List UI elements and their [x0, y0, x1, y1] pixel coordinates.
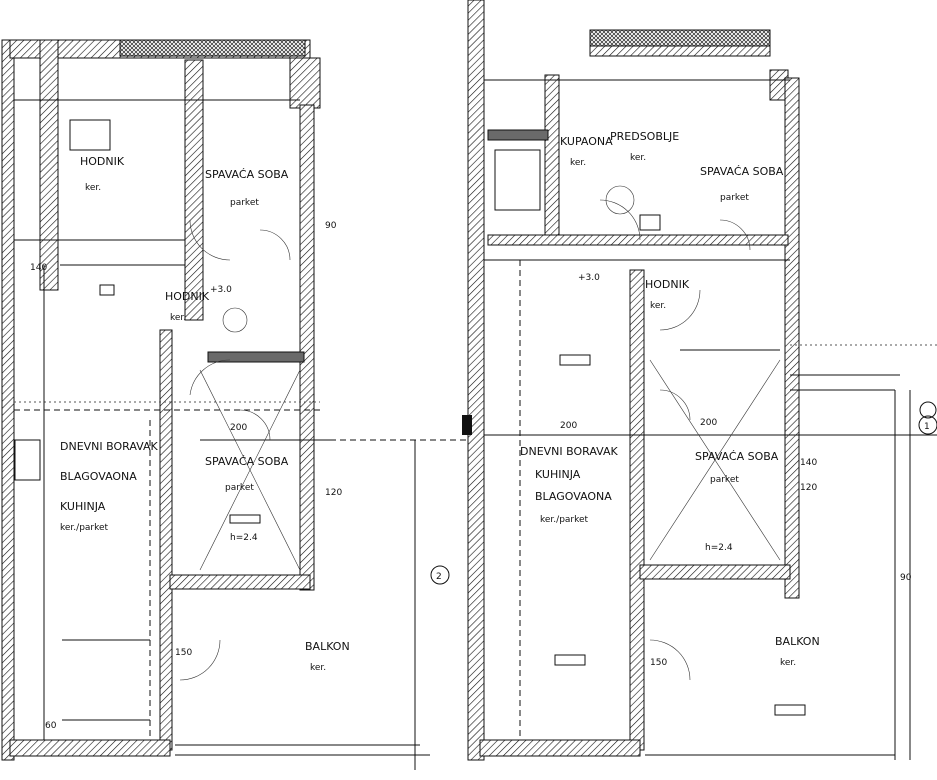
left-dim-6: 150	[175, 648, 192, 658]
right-room-2-name: PREDSOBLJE	[610, 130, 679, 143]
left-big-room-floor: ker./parket	[60, 523, 109, 533]
left-right-wall	[299, 104, 315, 591]
right-room-1-floor: ker.	[570, 158, 586, 168]
left-inner-wall-v	[159, 329, 173, 751]
left-mid-wall	[207, 351, 305, 363]
right-dim-6: 200	[700, 418, 717, 428]
right-big-room-name-2: KUHINJA	[535, 468, 581, 481]
left-partition-2	[184, 59, 204, 321]
right-room-right-name: SPAVAĆA SOBA	[700, 165, 784, 178]
right-room-2-floor: ker.	[630, 153, 646, 163]
right-room-mid-name: SPAVAĆA SOBA	[695, 450, 779, 463]
left-partition-1	[39, 39, 59, 291]
right-bottom-wall	[479, 739, 641, 757]
right-balcony-name: BALKON	[775, 635, 820, 648]
right-top-facade	[589, 29, 771, 47]
left-room-2-name: HODNIK	[80, 155, 125, 168]
left-big-room-name: DNEVNI BORAVAK	[60, 440, 159, 453]
left-room-mid-name: SPAVAĆA SOBA	[205, 455, 289, 468]
right-top-wall	[589, 45, 771, 57]
right-dim-8: h=2.4	[705, 543, 733, 553]
left-room-1-floor: parket	[230, 198, 259, 208]
left-dim-8: h=2.4	[230, 533, 258, 543]
right-dim-3: 120	[800, 483, 817, 493]
right-big-room-floor: ker./parket	[540, 515, 589, 525]
left-dim-1: 90	[325, 221, 337, 231]
right-partition-1	[544, 74, 560, 246]
section-mark-1: 1	[924, 422, 930, 432]
right-right-wall	[784, 77, 800, 599]
right-room-mid-floor: parket	[710, 475, 739, 485]
left-room-2-floor: ker.	[85, 183, 101, 193]
left-dim-3: 120	[325, 488, 342, 498]
section-markers: 1 2	[430, 415, 937, 585]
left-outer-wall	[1, 39, 15, 761]
right-room-right-floor: parket	[720, 193, 749, 203]
left-unit: SPAVAĆA SOBA parket HODNIK ker. HODNIK k…	[1, 39, 470, 770]
left-room-1-name: SPAVAĆA SOBA	[205, 168, 289, 181]
left-big-room-name-3: KUHINJA	[60, 500, 106, 513]
left-balcony-floor: ker.	[310, 663, 326, 673]
right-bath-wall	[487, 129, 549, 141]
right-hall-name: HODNIK	[645, 278, 690, 291]
right-dim-7: 150	[650, 658, 667, 668]
left-room-mid-floor: parket	[225, 483, 254, 493]
left-top-facade	[119, 39, 306, 57]
right-outer-wall	[467, 0, 485, 761]
left-big-room-name-2: BLAGOVAONA	[60, 470, 137, 483]
right-big-room-name-3: BLAGOVAONA	[535, 490, 612, 503]
right-room-1-name: KUPAONA	[560, 135, 613, 148]
right-dim-4: 90	[900, 573, 912, 583]
right-dim-2: 200	[560, 421, 577, 431]
right-big-room-name: DNEVNI BORAVAK	[520, 445, 619, 458]
left-dim-4: 60	[45, 721, 57, 731]
right-balcony-floor: ker.	[780, 658, 796, 668]
left-dim-5: 200	[230, 423, 247, 433]
left-balcony-name: BALKON	[305, 640, 350, 653]
left-dim-2: 140	[30, 263, 47, 273]
right-unit: KUPAONA ker. PREDSOBLJE ker. SPAVAĆA SOB…	[462, 0, 937, 761]
right-dim-1: +3.0	[578, 273, 600, 283]
left-balcony-wall	[169, 574, 311, 590]
right-dim-5: 140	[800, 458, 817, 468]
left-bottom-wall	[9, 739, 171, 757]
right-hall-floor: ker.	[650, 301, 666, 311]
right-lower-wall	[639, 564, 791, 580]
left-hall-name: HODNIK	[165, 290, 210, 303]
left-dim-7: +3.0	[210, 285, 232, 295]
section-mark-2: 2	[436, 572, 442, 582]
left-hall-floor: ker.	[170, 313, 186, 323]
right-partition-2	[629, 269, 645, 751]
right-mid-wall-1	[487, 234, 789, 246]
